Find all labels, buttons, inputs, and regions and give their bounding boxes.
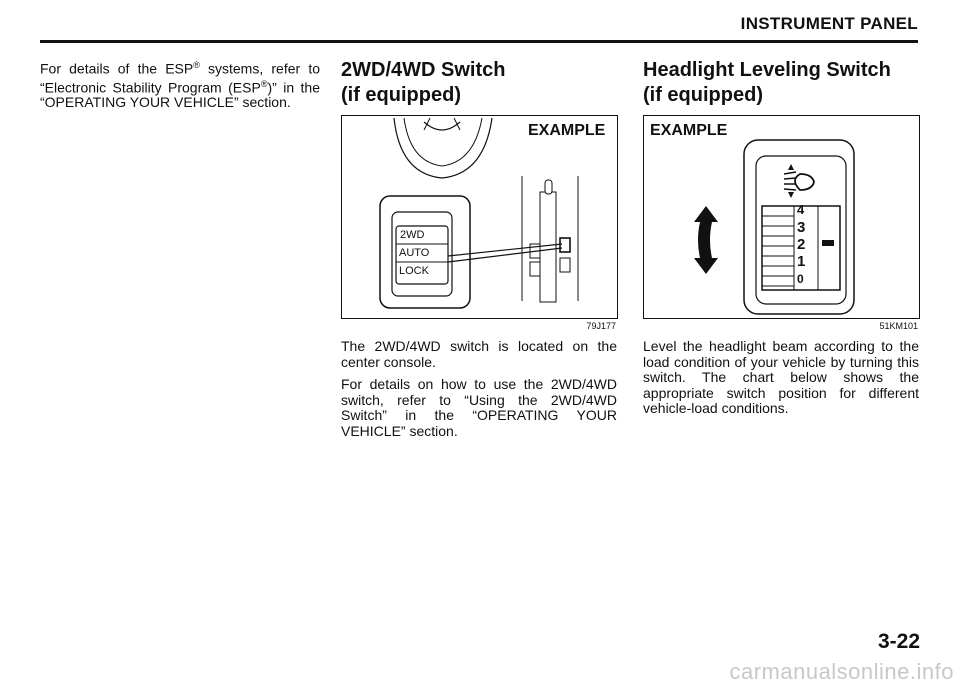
watermark-text: carmanualsonline.info	[729, 659, 954, 684]
right-column: Headlight Leveling Switch (if equipped)	[643, 58, 919, 108]
dial-number-0: 0	[797, 272, 804, 286]
figure-2wd4wd-switch: EXAMPLE 2WD AUTO LOCK	[341, 115, 618, 319]
esp-reference-text: For details of the ESP® systems, refer t…	[40, 60, 320, 111]
middle-column: 2WD/4WD Switch (if equipped)	[341, 58, 617, 108]
left-column: For details of the ESP® systems, refer t…	[40, 58, 320, 110]
figure-headlight-leveling-switch: EXAMPLE 4 3 2 1 0	[643, 115, 920, 319]
figure-code-2wd4wd: 79J177	[586, 321, 616, 331]
figure-label-example: EXAMPLE	[528, 122, 606, 139]
figure-label-example: EXAMPLE	[650, 122, 728, 139]
switch-label-lock: LOCK	[399, 265, 429, 277]
dial-illustration	[694, 139, 855, 315]
dial-number-2: 2	[797, 236, 806, 253]
console-illustration	[379, 117, 579, 309]
dial-number-3: 3	[797, 219, 806, 236]
section-title: INSTRUMENT PANEL	[740, 14, 918, 33]
dial-number-1: 1	[797, 253, 806, 270]
paragraph-2wd4wd-reference: For details on how to use the 2WD/4WD sw…	[341, 376, 617, 439]
figure-code-headlight: 51KM101	[879, 321, 918, 331]
paragraph-2wd4wd-location: The 2WD/4WD switch is located on the cen…	[341, 338, 617, 370]
paragraph-headlight-leveling: Level the headlight beam according to th…	[643, 338, 919, 416]
switch-label-2wd: 2WD	[400, 229, 425, 241]
header-rule	[40, 40, 918, 43]
section-heading-2wd4wd: 2WD/4WD Switch (if equipped)	[341, 59, 506, 106]
section-heading-headlight-leveling: Headlight Leveling Switch (if equipped)	[643, 59, 891, 106]
switch-label-auto: AUTO	[399, 247, 430, 259]
page-number: 3-22	[877, 630, 920, 653]
dial-number-4: 4	[797, 202, 805, 217]
